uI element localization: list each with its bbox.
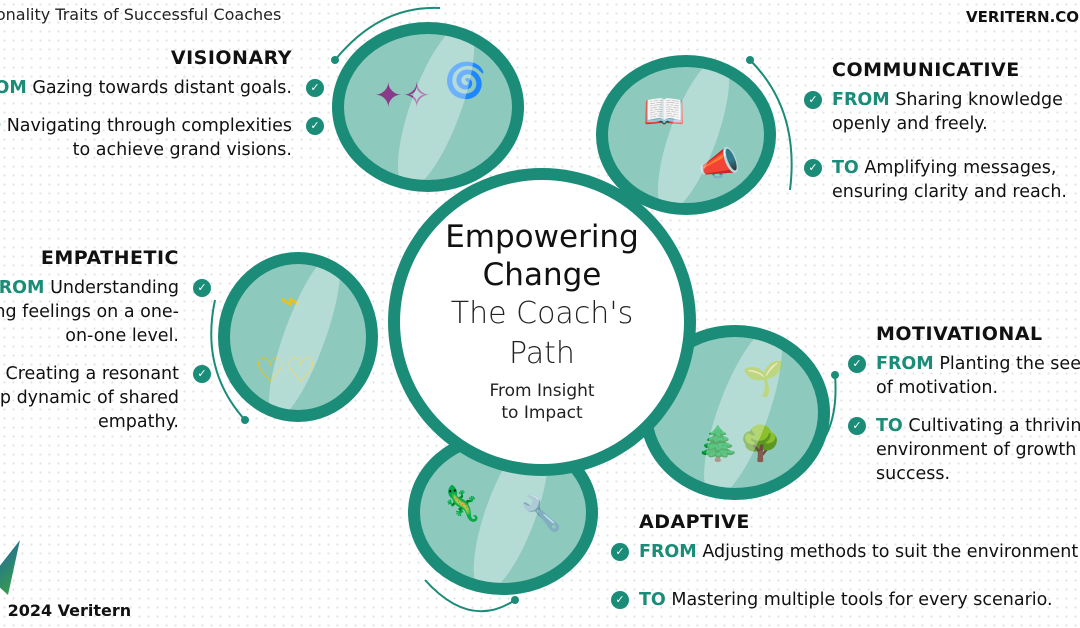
to-label: TO [876, 416, 903, 436]
communicative-circle: 📖 📣 [596, 55, 776, 215]
multitool-icon: 🔧 [520, 494, 563, 534]
visionary-circle: ✦✧ 🌀 [332, 22, 524, 192]
hearts-icon: ♡♡ [255, 351, 316, 391]
from-label: FROM [639, 542, 697, 562]
check-icon: ✓ [611, 591, 629, 609]
empathetic-circle: ⌁ ♡♡ [218, 252, 378, 422]
brand-url: VERITERN.COM [966, 8, 1080, 26]
trait-communicative: COMMUNICATIVE ✓ FROM Sharing knowledge op… [804, 58, 1080, 214]
center-tagline-2: to Impact [501, 403, 583, 423]
galaxy-icon: 🌀 [444, 61, 487, 101]
to-label: TO [639, 590, 666, 610]
trait-name: ADAPTIVE [639, 511, 750, 533]
check-icon: ✓ [848, 355, 866, 373]
check-icon: ✓ [848, 417, 866, 435]
center-subtitle-1: The Coach's [450, 296, 634, 331]
check-icon: ✓ [804, 91, 822, 109]
check-icon: ✓ [193, 279, 211, 297]
to-text: Creating a resonant group dynamic of sha… [0, 364, 179, 432]
to-text: Navigating through complexities to achie… [6, 116, 292, 160]
from-label: FROM [832, 90, 890, 110]
sprout-icon: 🌱 [742, 359, 785, 399]
from-text: Sharing knowledge openly and freely. [832, 90, 1063, 134]
trait-name: MOTIVATIONAL [876, 323, 1043, 345]
sparkles-icon: ✦✧ [374, 76, 431, 116]
from-text: Adjusting methods to suit the environmen… [702, 542, 1080, 562]
center-circle: Empowering Change The Coach's Path From … [388, 168, 696, 476]
trait-empathetic: EMPATHETIC ✓ FROM Understanding sharing f… [0, 246, 211, 444]
check-icon: ✓ [804, 159, 822, 177]
heartbeat-icon: ⌁ [280, 281, 301, 321]
trait-name: EMPATHETIC [40, 247, 179, 269]
copyright: © 2024 Veritern [0, 601, 132, 620]
trait-adaptive: ADAPTIVE ✓ FROM Adjusting methods to suit… [611, 510, 1080, 622]
trait-motivational: MOTIVATIONAL ✓ FROM Planting the seeds of… [848, 322, 1080, 496]
from-label: FROM [0, 78, 27, 98]
trait-visionary: VISIONARY ✓ FROM Gazing towards distant g… [0, 46, 324, 172]
to-text: Cultivating a thriving environment of gr… [876, 416, 1080, 484]
from-text: Gazing towards distant goals. [32, 78, 292, 98]
to-text: Amplifying messages, ensuring clarity an… [832, 158, 1067, 202]
center-subtitle-2: Path [509, 336, 575, 371]
megaphone-icon: 📣 [698, 144, 741, 184]
from-label: FROM [0, 278, 45, 298]
check-icon: ✓ [611, 543, 629, 561]
center-tagline-1: From Insight [489, 381, 595, 401]
motivational-circle: 🌱 🌲🌳 [640, 325, 830, 500]
center-title-1: Empowering [445, 219, 639, 255]
trait-name: VISIONARY [170, 47, 292, 69]
trait-name: COMMUNICATIVE [832, 59, 1020, 81]
forest-icon: 🌲🌳 [697, 424, 782, 464]
to-label: TO [0, 116, 1, 136]
chameleon-icon: 🦎 [440, 484, 483, 524]
from-text: Understanding sharing feelings on a one-… [0, 278, 179, 346]
to-text: Mastering multiple tools for every scena… [671, 590, 1053, 610]
from-text: Planting the seeds of motivation. [876, 354, 1080, 398]
check-icon: ✓ [306, 79, 324, 97]
center-title-2: Change [482, 257, 602, 293]
check-icon: ✓ [193, 365, 211, 383]
to-label: TO [832, 158, 859, 178]
from-label: FROM [876, 354, 934, 374]
check-icon: ✓ [306, 117, 324, 135]
book-icon: 📖 [643, 92, 686, 132]
page-title: Personality Traits of Successful Coaches [0, 5, 282, 24]
